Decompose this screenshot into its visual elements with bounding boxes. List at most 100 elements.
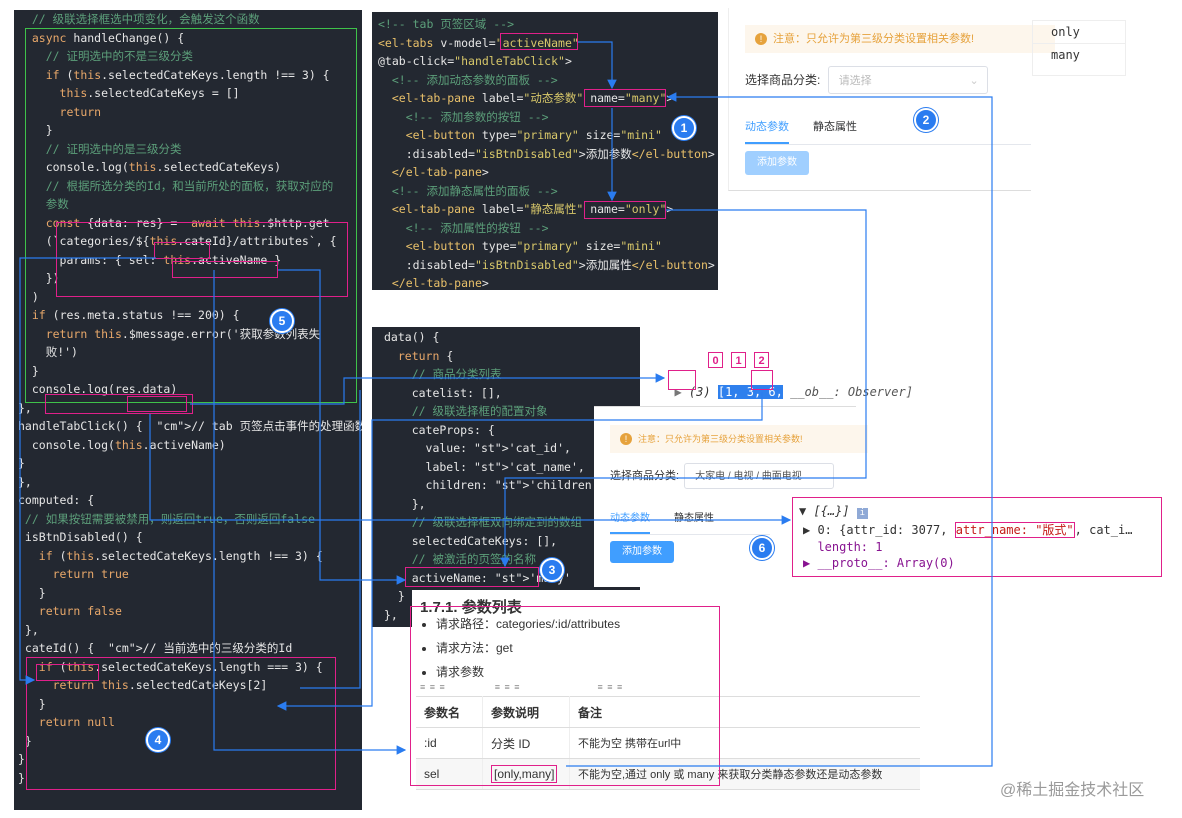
doc-highlight bbox=[410, 606, 720, 786]
cascader-value: 大家电 / 电视 / 曲面电视 bbox=[695, 471, 802, 482]
tab-dynamic-params[interactable]: 动态参数 bbox=[610, 509, 650, 534]
warning-alert-top: !注意：只允许为第三级分类设置相关参数! bbox=[745, 25, 1055, 53]
array-third-highlight bbox=[751, 370, 773, 390]
index-label-0: 0 bbox=[708, 352, 723, 368]
console-line-length: length: 1 bbox=[803, 540, 883, 554]
code-line: 败!') bbox=[18, 345, 78, 359]
step-badge-5: 5 bbox=[270, 309, 294, 333]
code-line: return bbox=[59, 104, 102, 119]
code-block-data: data() { return { // 商品分类列表 catelist: []… bbox=[372, 327, 640, 624]
tab-dynamic-params[interactable]: 动态参数 bbox=[745, 118, 789, 144]
array-tail: __ob__: Observer] bbox=[782, 385, 913, 399]
table-header: 参数名 bbox=[416, 696, 483, 728]
watermark: @稀土掘金技术社区 bbox=[1000, 782, 1145, 799]
arrow-computed-to-array bbox=[300, 390, 361, 689]
step-badge-1: 1 bbox=[672, 116, 696, 140]
code-line: console.log(this.activeName) bbox=[18, 437, 226, 452]
arrow-log-to-array bbox=[190, 373, 666, 405]
array-count-highlight bbox=[668, 370, 696, 390]
code-line: @tab-click="handleTabClick"> bbox=[378, 54, 572, 68]
code-line: } bbox=[18, 696, 46, 711]
code-line: label: "st">'cat_name', bbox=[384, 459, 585, 474]
table-cell: 不能为空 携带在url中 bbox=[569, 727, 920, 759]
code-line: console.log(res.data) bbox=[18, 382, 178, 396]
code-line: (`categories/${this.cateId}/attributes`,… bbox=[18, 234, 337, 248]
code-line: </el-tab-pane> bbox=[391, 276, 489, 290]
code-line: // 级联选择框的配置对象 bbox=[384, 404, 548, 418]
warning-alert-mid: !注意：只允许为第三级分类设置相关参数! bbox=[610, 425, 868, 453]
code-line: isBtnDisabled() { bbox=[18, 530, 143, 544]
table-row: sel [only,many] 不能为空,通过 only 或 many 来获取分… bbox=[416, 758, 920, 790]
code-line: } bbox=[18, 585, 46, 600]
code-panel-methods: // 级联选择框选中项变化，会触发这个函数 async handleChange… bbox=[14, 10, 362, 810]
code-line: <!-- 添加静态属性的面板 --> bbox=[378, 183, 558, 198]
arrow-doc-to-many bbox=[566, 92, 993, 767]
table-cell: 分类 ID bbox=[482, 727, 570, 759]
name-value-only: only bbox=[1033, 21, 1125, 44]
array-count: (3) bbox=[688, 385, 711, 399]
cateid-name-highlight bbox=[36, 664, 99, 681]
cateid-computed-highlight bbox=[26, 657, 336, 790]
info-icon: i bbox=[856, 508, 868, 519]
select-label: 选择商品分类: bbox=[745, 73, 821, 87]
handle-change-highlight bbox=[25, 28, 357, 403]
cascader-placeholder: 请选择 bbox=[838, 75, 872, 87]
step-badge-4: 4 bbox=[146, 728, 170, 752]
code-line: params: { sel: this.activeName } bbox=[18, 252, 282, 267]
category-cascader[interactable]: 请选择 ⌄ bbox=[827, 66, 988, 94]
v-model-highlight bbox=[500, 33, 578, 50]
api-doc: 1.7.1. 参数列表 请求路径：categories/:id/attribut… bbox=[412, 590, 920, 790]
code-line: // 根据所选分类的Id，和当前所处的面板，获取对应的 bbox=[18, 178, 334, 193]
category-cascader-filled[interactable]: 大家电 / 电视 / 曲面电视 bbox=[684, 463, 835, 489]
arrow-only-to-activename bbox=[500, 209, 867, 568]
code-line: cateProps: { bbox=[384, 422, 495, 437]
arrow-index-to-computed bbox=[276, 392, 763, 711]
code-line: if (this.selectedCateKeys.length === 3) … bbox=[38, 659, 323, 674]
tabs-mid: 动态参数 静态属性 bbox=[610, 509, 770, 535]
code-line: } bbox=[18, 363, 39, 378]
console-line-head: ▼ [{…}] i bbox=[793, 498, 1161, 519]
code-line: // 证明选中的不是三级分类 bbox=[18, 49, 193, 63]
warning-icon: ! bbox=[620, 433, 632, 445]
table-cell: :id bbox=[416, 727, 483, 759]
doc-bullets: 请求路径：categories/:id/attributes 请求方法：get … bbox=[412, 612, 620, 684]
code-line: selectedCateKeys: [], bbox=[384, 533, 558, 548]
arrow-sel-to-doc bbox=[213, 270, 407, 755]
console-line-proto: ▶ __proto__: Array(0) bbox=[803, 556, 955, 570]
add-params-button-disabled[interactable]: 添加参数 bbox=[745, 151, 809, 175]
code-line: if (this.selectedCateKeys.length !== 3) … bbox=[45, 67, 330, 82]
code-line: children: "st">'children' bbox=[384, 478, 599, 492]
code-line: return true bbox=[52, 567, 129, 581]
doc-bullet-path: 请求路径：categories/:id/attributes bbox=[436, 612, 620, 636]
chevron-down-icon: ⌄ bbox=[969, 75, 979, 87]
code-line: } bbox=[384, 589, 405, 603]
table-cell: 不能为空,通过 only 或 many 来获取分类静态参数还是动态参数 bbox=[569, 758, 920, 790]
table-cell: [only,many] bbox=[482, 758, 570, 790]
code-line: async handleChange() { bbox=[31, 30, 185, 45]
add-params-button[interactable]: 添加参数 bbox=[610, 541, 674, 563]
code-line: }, bbox=[18, 474, 32, 489]
code-line: return this.selectedCateKeys[2] bbox=[52, 678, 268, 692]
tab-static-attrs[interactable]: 静态属性 bbox=[674, 513, 714, 524]
code-line: } bbox=[18, 770, 25, 785]
expand-arrow-icon: ▶ bbox=[674, 385, 682, 399]
sel-values: [only,many] bbox=[491, 765, 558, 783]
http-get-highlight bbox=[56, 222, 348, 297]
select-row-mid: 选择商品分类: 大家电 / 电视 / 曲面电视 bbox=[610, 463, 835, 489]
item-prefix: ▶ 0: {attr_id: 3077, bbox=[803, 523, 955, 537]
code-line: handleTabClick() { "cm">// tab 页签点击事件的处理… bbox=[18, 419, 362, 433]
code-line: }, bbox=[384, 607, 398, 622]
code-line: // 级联选择框选中项变化，会触发这个函数 bbox=[18, 12, 260, 26]
select-label: 选择商品分类: bbox=[610, 470, 680, 482]
code-line: value: "st">'cat_id', bbox=[384, 441, 571, 455]
select-row-top: 选择商品分类: 请选择 ⌄ bbox=[745, 66, 988, 94]
code-line: } bbox=[18, 456, 25, 470]
step-badge-2: 2 bbox=[914, 108, 938, 132]
code-line: return this.$message.error('获取参数列表失 bbox=[45, 326, 321, 341]
code-line: // 被激活的页签的名称 bbox=[384, 552, 536, 566]
code-line: return false bbox=[38, 604, 122, 618]
code-line: <el-tabs v-model="activeName" bbox=[378, 35, 579, 50]
code-line: <el-tab-pane label="动态参数" name="many"> bbox=[391, 91, 674, 105]
tab-static-attrs[interactable]: 静态属性 bbox=[813, 121, 857, 133]
step-badge-6: 6 bbox=[750, 536, 774, 560]
